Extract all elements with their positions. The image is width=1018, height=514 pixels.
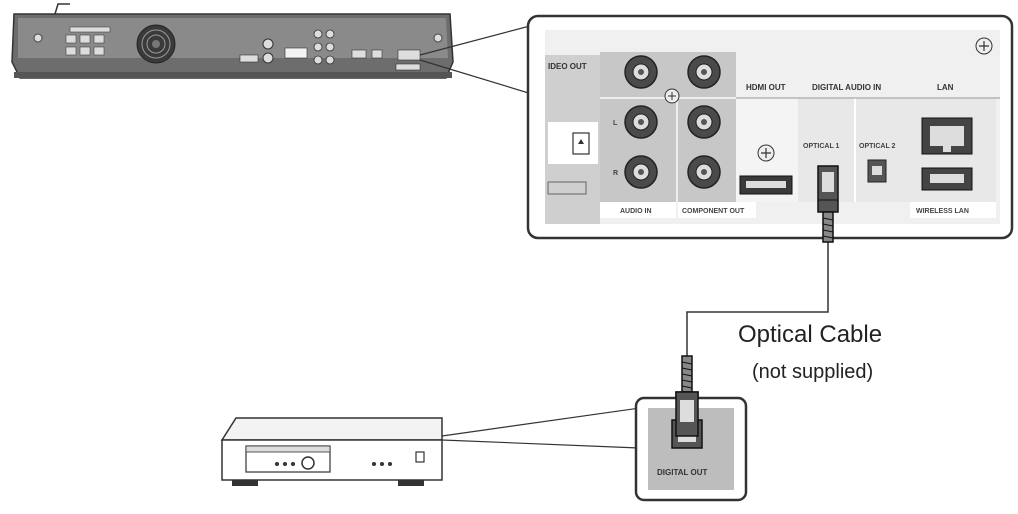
rca-jacks [624, 55, 721, 189]
digital-audio-in-label: DIGITAL AUDIO IN [812, 83, 881, 92]
digital-out-label: DIGITAL OUT [657, 468, 707, 477]
zoom-callout-lines [419, 21, 546, 99]
cable-note-label: (not supplied) [752, 361, 873, 383]
video-out-label: IDEO OUT [548, 62, 587, 71]
component-out-label: COMPONENT OUT [682, 208, 745, 215]
device-callout-lines [441, 407, 641, 449]
audio-left-label: L [613, 120, 618, 127]
audio-right-label: R [613, 170, 618, 177]
device-knob-icon [301, 456, 315, 470]
lan-label: LAN [937, 83, 954, 92]
audio-in-label: AUDIO IN [620, 208, 652, 215]
main-unit-rear [11, 3, 454, 79]
cable-name-label: Optical Cable [738, 321, 882, 348]
hdmi-out-label: HDMI OUT [746, 83, 786, 92]
rear-panel-zoom: L R IDEO OUT HDMI OUT DIGITAL AUDIO IN L… [526, 14, 1014, 240]
optical-1-label: OPTICAL 1 [803, 143, 840, 150]
external-audio-device [220, 417, 443, 486]
wireless-lan-label: WIRELESS LAN [916, 208, 969, 215]
digital-out-zoom: DIGITAL OUT [634, 391, 748, 502]
optical-2-label: OPTICAL 2 [859, 143, 896, 150]
